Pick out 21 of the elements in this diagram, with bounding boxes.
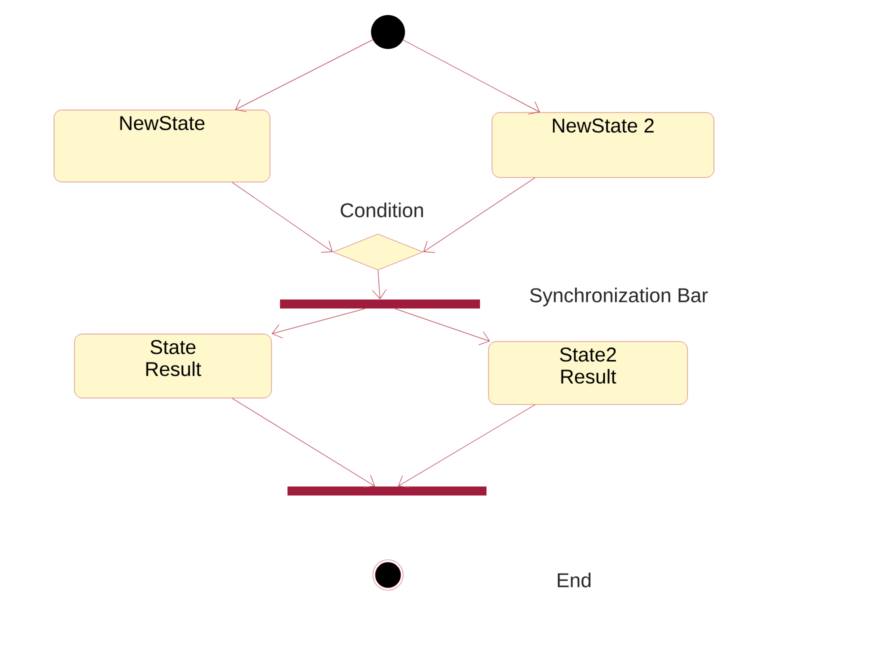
arrow xyxy=(402,40,540,114)
end-circle xyxy=(372,560,404,590)
decision-diamond xyxy=(332,234,424,270)
state-box: State Result xyxy=(74,334,272,398)
arrow xyxy=(272,308,366,338)
node-caption: Condition xyxy=(340,202,423,218)
node-caption: Synchronization Bar xyxy=(530,288,708,306)
arrow xyxy=(372,270,387,300)
arrow xyxy=(398,404,536,488)
arrow xyxy=(232,182,333,253)
arrow xyxy=(394,308,490,346)
state-box: NewState 2 xyxy=(492,112,714,178)
arrow xyxy=(423,177,536,253)
state-box: State2 Result xyxy=(488,341,688,405)
arrow xyxy=(232,398,375,488)
state-box: NewState xyxy=(54,110,270,182)
synchronization-bar xyxy=(280,300,480,308)
start-circle xyxy=(371,15,405,49)
synchronization-bar xyxy=(288,486,486,496)
end-label: End xyxy=(558,572,590,588)
arrow xyxy=(235,40,373,112)
